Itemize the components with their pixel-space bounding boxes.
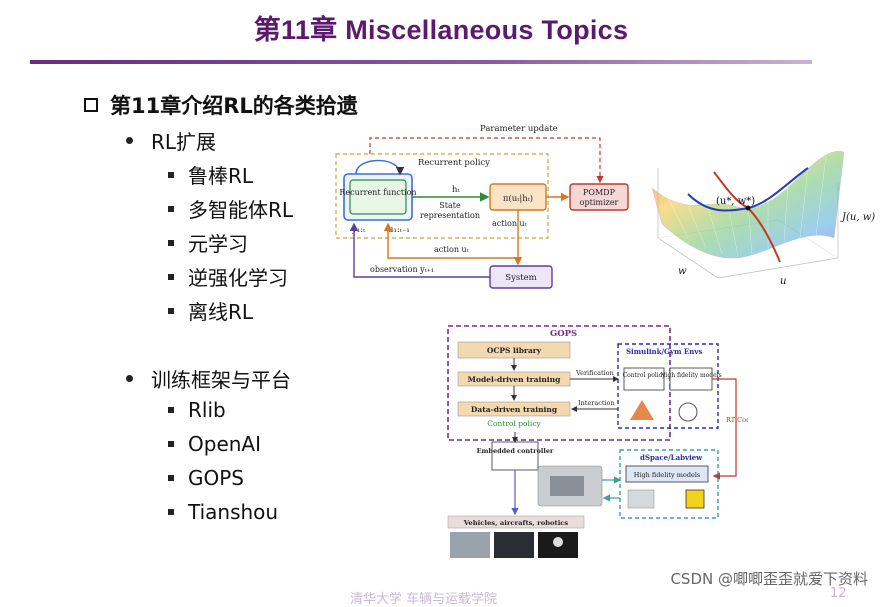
vehicles-box [447,515,585,529]
u-axis-label: u [780,276,786,287]
saddle-point-label: (u*, w*) [716,196,755,207]
sub-item: GOPS [168,466,244,490]
bullet-frameworks: 训练框架与平台 [126,364,291,393]
square-bullet-icon [168,239,174,246]
sub-item-text: 元学习 [188,232,248,256]
sub-item-text: Rlib [188,398,226,422]
gops-label: GOPS [550,329,577,339]
interaction-label: Interaction [578,399,615,407]
sub-item: 多智能体RL [168,194,293,223]
page-number: 12 [830,586,847,601]
sub-item-text: OpenAI [188,432,261,456]
optimizer-label: optimizer [580,198,619,207]
square-bullet-icon [168,273,174,280]
square-bullet-icon [168,475,174,481]
system-label: System [505,273,537,283]
square-bullet-icon [168,307,174,314]
title-rule [30,60,812,64]
saddle-surface [651,150,845,259]
data-driven-label: Data-driven training [471,405,558,414]
sub-item: Rlib [168,398,226,422]
sub-item: 离线RL [168,296,253,325]
observation-label: observation yₜ₊₁ [370,265,434,274]
sub-item-text: Tianshou [188,500,279,524]
param-update-label: Parameter update [480,124,558,134]
gops-diagram: GOPS OCPS library Model-driven training … [447,325,748,558]
sim-envs-label: Simulink/Gym Envs [626,347,702,356]
representation-label: representation [420,211,480,220]
dspace-label: dSpace/Labview [640,453,703,462]
state-label: State [439,201,461,210]
bullet-dot-icon [126,137,133,144]
dspace-box [619,449,719,519]
j-axis-label: J(u, w) [840,212,875,223]
sim-hifi-label: High fidelity models [660,372,721,379]
action-inner-label: action uₜ [492,219,527,228]
sub-item-text: 鲁棒RL [188,164,254,188]
h-label: hₜ [452,185,460,195]
pomdp-label: POMDP [583,188,616,197]
checkbox-square-icon [84,98,98,112]
dspace-device-image [627,489,655,509]
sub-item-text: 逆强化学习 [188,266,288,290]
section-heading: 第11章介绍RL的各类拾遗 [84,90,358,120]
slide-title: 第11章 Miscellaneous Topics [253,15,629,45]
param-update-line [369,137,604,184]
data-driven-box [457,401,571,417]
sub-item-text: GOPS [188,466,244,490]
gops-control-policy-label: Control policy [487,419,541,428]
vehicles-label: Vehicles, aircrafts, robotics [463,519,569,527]
sim-control-label: Control policy [623,372,666,379]
gym-icon [678,402,698,422]
u-prev-label: u₁:ₜ₋₁ [388,225,410,235]
rl-recurrent-diagram: Parameter update Recurrent policy Recurr… [335,124,629,289]
bullet-rl-extensions: RL扩展 [126,126,216,155]
labview-icon [685,489,705,509]
bullet-label: 训练框架与平台 [151,368,291,392]
csdn-watermark: CSDN @唧唧歪歪就爱下资料 [670,570,868,588]
matlab-icon [630,400,654,420]
square-bullet-icon [168,407,174,413]
sub-item-text: 离线RL [188,300,254,324]
recurrent-policy-box [335,153,549,239]
recurrent-function-label: Recurrent function [339,188,416,197]
bullet-label: RL扩展 [151,130,217,154]
ocps-label: OCPS library [487,346,542,355]
section-heading-text: 第11章介绍RL的各类拾遗 [110,94,358,118]
w-axis-label: w [678,266,687,277]
pomdp-optimizer-box [569,183,629,211]
verification-label: Verification [575,369,614,377]
car-image [450,532,490,558]
square-bullet-icon [168,441,174,447]
sub-item: 鲁棒RL [168,160,253,189]
square-bullet-icon [168,205,174,212]
saddle-surface-plot: (u*, w*) J(u, w) w u [651,150,875,287]
action-outer-label: action uₜ [434,245,469,254]
sub-item: 逆强化学习 [168,262,288,291]
y-label: y₁:ₜ [351,225,366,235]
drone-image [494,532,534,558]
policy-label: π(uₜ|hₜ) [503,193,533,204]
bullet-dot-icon [126,375,133,382]
sub-item: Tianshou [168,500,278,524]
sub-item: 元学习 [168,228,248,257]
dspace-hifi-label: High fidelity models [634,471,701,479]
square-bullet-icon [168,171,174,178]
recurrent-policy-label: Recurrent policy [418,158,490,168]
sim-envs-box [617,343,719,429]
embedded-label: Embedded controller [477,447,554,455]
model-driven-label: Model-driven training [468,375,561,384]
sub-item-text: 多智能体RL [188,198,294,222]
square-bullet-icon [168,509,174,515]
sub-item: OpenAI [168,432,261,456]
rt-code-label: RT Code [726,416,748,424]
